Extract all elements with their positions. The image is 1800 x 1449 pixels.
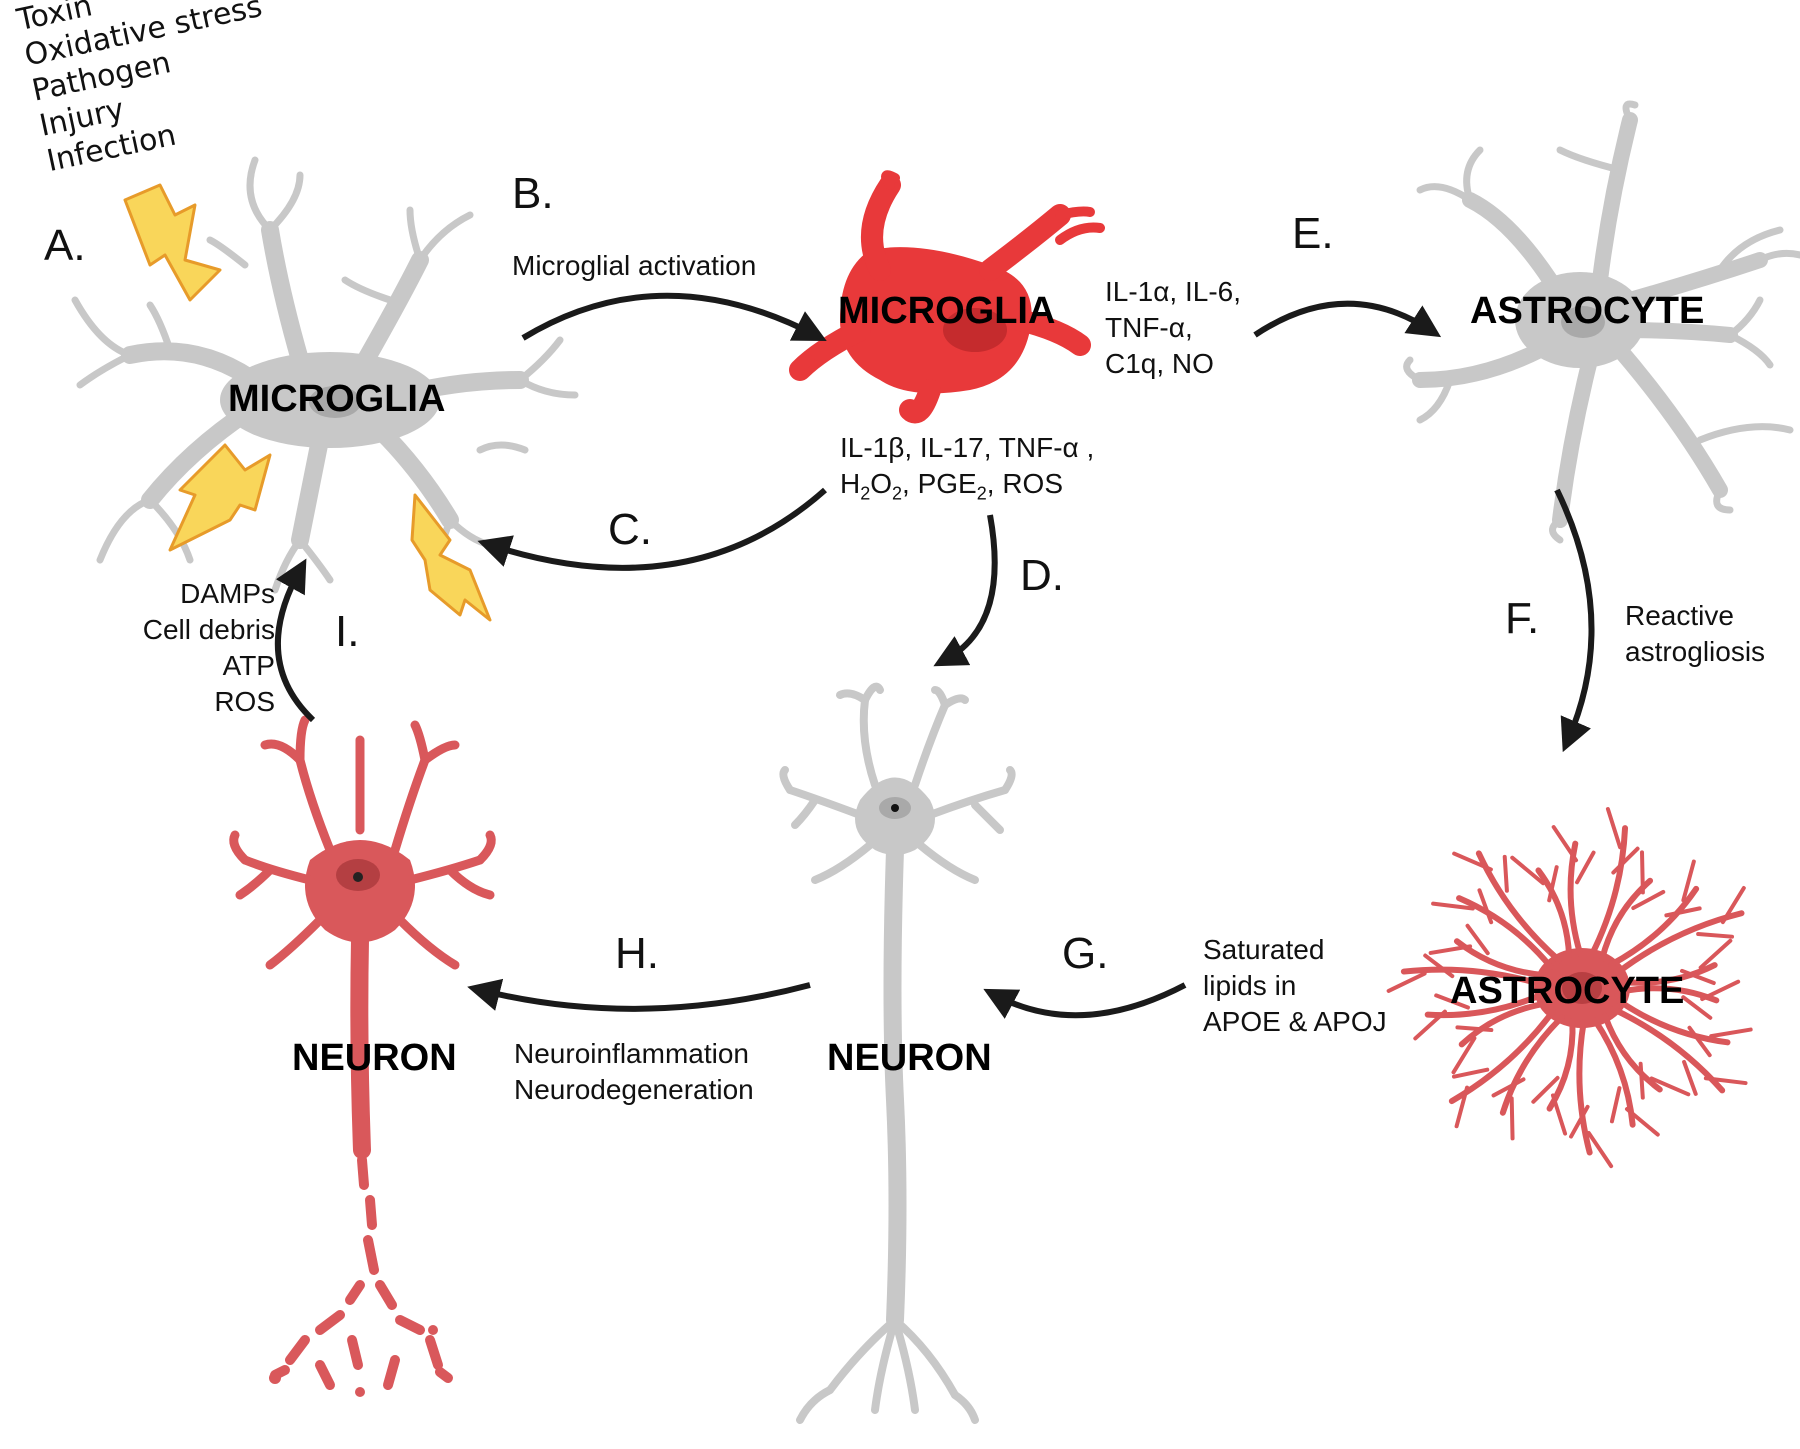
step-label-i: I. <box>335 607 360 656</box>
g-label-line: lipids in <box>1203 970 1297 1001</box>
f-label-line: Reactive <box>1625 600 1734 631</box>
saturated-lipids-label: Saturated lipids in APOE & APOJ <box>1203 932 1387 1040</box>
i-label-line: DAMPs <box>180 578 275 609</box>
e-factor-line: TNF-α, <box>1105 312 1193 343</box>
step-label-e: E. <box>1292 209 1334 258</box>
step-label-b: B. <box>512 169 554 218</box>
arrow-f-astrogliosis <box>1554 488 1595 753</box>
label-neuron-damaged: NEURON <box>292 1037 457 1079</box>
reactive-astrocyte-cell <box>1386 807 1753 1169</box>
arrow-d-to-neuron <box>933 514 998 667</box>
step-label-f: F. <box>1505 594 1540 643</box>
damaged-neuron-cell <box>229 715 496 1397</box>
e-factor-line: C1q, NO <box>1105 348 1214 379</box>
label-microglia-active: MICROGLIA <box>838 290 1056 332</box>
i-label-line: ROS <box>214 686 275 717</box>
c-factor-line-2: H2O2, PGE2, ROS <box>840 468 1063 504</box>
h-label-line: Neurodegeneration <box>514 1074 754 1105</box>
e-factor-line: IL-1α, IL-6, <box>1105 276 1242 307</box>
microglial-activation-label: Microglial activation <box>512 250 757 281</box>
lightning-icon <box>168 443 272 552</box>
f-label-line: astrogliosis <box>1625 636 1766 667</box>
step-label-g: G. <box>1062 929 1109 978</box>
label-astrocyte-reactive: ASTROCYTE <box>1450 970 1685 1012</box>
lightning-icon <box>410 493 492 622</box>
reactive-astrogliosis-label: Reactive astrogliosis <box>1625 598 1765 670</box>
arrow-b-activation <box>521 292 827 342</box>
lightning-icon <box>123 183 222 302</box>
healthy-neuron-cell <box>779 682 1016 1424</box>
resting-microglia-cell <box>71 156 579 594</box>
i-label-line: Cell debris <box>142 614 275 645</box>
i-label-line: ATP <box>222 650 275 681</box>
activated-microglia-cell <box>789 170 1105 424</box>
e-factor-list: IL-1α, IL-6, TNF-α, C1q, NO <box>1105 274 1241 382</box>
arrow-g-lipids <box>983 982 1187 1019</box>
h-label-line: Neuroinflammation <box>514 1038 749 1069</box>
arrow-h-degeneration <box>467 978 811 1012</box>
step-label-d: D. <box>1020 551 1064 600</box>
step-label-a: A. <box>44 221 86 270</box>
resting-astrocyte-cell <box>1403 100 1800 544</box>
step-label-c: C. <box>608 505 652 554</box>
g-label-line: Saturated <box>1203 934 1325 965</box>
neuroinflammation-label: Neuroinflammation Neurodegeneration <box>514 1036 754 1108</box>
label-microglia-resting: MICROGLIA <box>228 378 446 420</box>
damps-list: DAMPs Cell debris ATP ROS <box>110 576 275 720</box>
arrow-i-damps <box>274 558 316 723</box>
arrow-c-feedback <box>477 487 827 571</box>
c-factor-line-1: IL-1β, IL-17, TNF-α , <box>840 432 1095 463</box>
label-neuron-healthy: NEURON <box>827 1037 992 1079</box>
g-label-line: APOE & APOJ <box>1203 1006 1387 1037</box>
arrow-e-to-astrocyte <box>1253 300 1442 338</box>
step-label-h: H. <box>615 929 659 978</box>
label-astrocyte-resting: ASTROCYTE <box>1470 290 1705 332</box>
